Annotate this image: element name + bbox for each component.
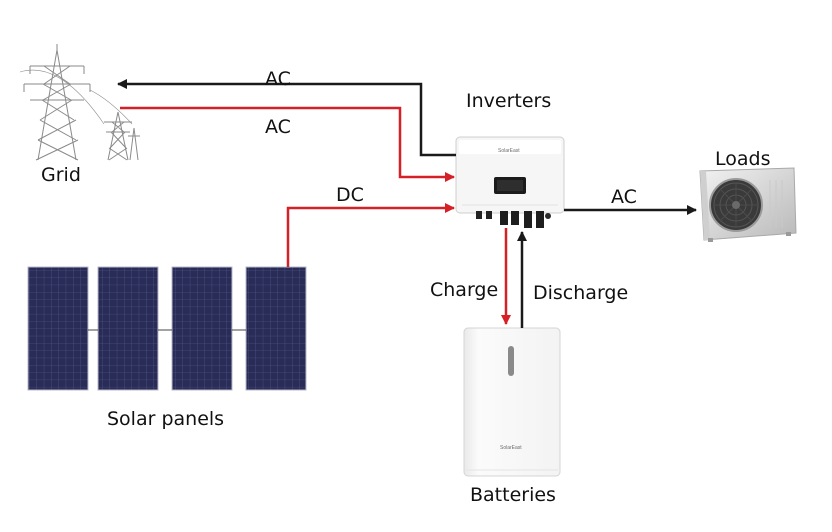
inverters-label: Inverters (466, 90, 552, 112)
solar-panels-icon (27, 266, 307, 391)
solar-panels-label: Solar panels (107, 408, 225, 430)
dc-label: DC (336, 184, 364, 206)
inverter-icon (455, 136, 565, 228)
charge-label: Charge (430, 279, 499, 301)
ac-export-label: AC (265, 68, 291, 90)
ac-import-line (120, 106, 455, 182)
loads-icon (699, 167, 797, 242)
grid-label: Grid (41, 164, 81, 186)
ac-export-line (117, 79, 456, 157)
batteries-label: Batteries (470, 484, 556, 506)
dc-line (286, 203, 455, 267)
discharge-label: Discharge (533, 282, 629, 304)
loads-label: Loads (715, 148, 771, 170)
battery-icon (463, 327, 561, 477)
ac-loads-label: AC (611, 186, 637, 208)
battery-brand: SolarEast (500, 445, 522, 451)
ac-import-label: AC (265, 116, 291, 138)
grid-tower-icon (19, 44, 140, 161)
inverter-brand: SolarEast (498, 148, 520, 154)
